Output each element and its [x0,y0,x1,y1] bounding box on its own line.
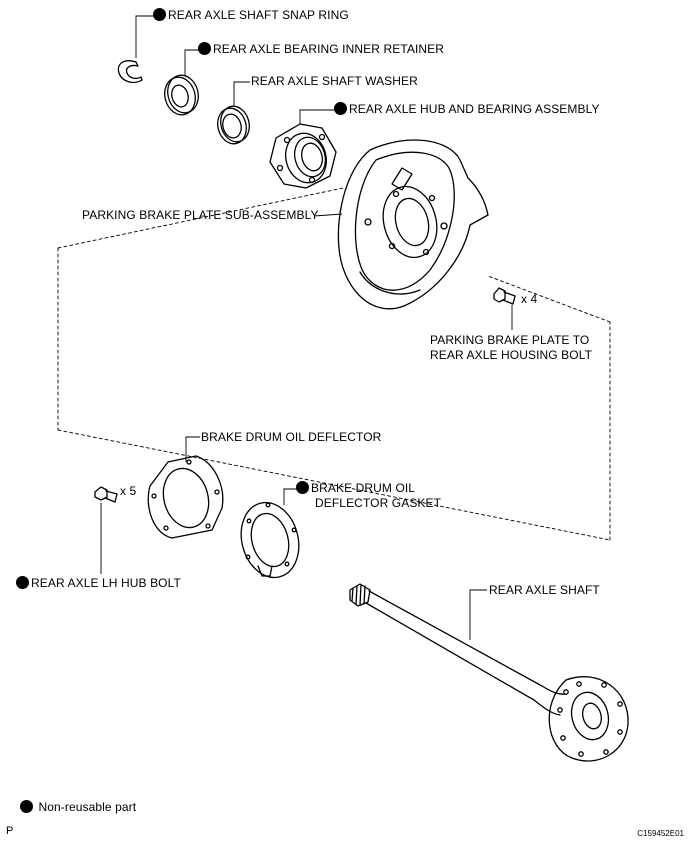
plate-bolt-qty: x 4 [521,292,538,306]
hub-bolt-label: REAR AXLE LH HUB BOLT [16,576,181,591]
non-reusable-marker-icon [16,576,29,589]
gasket-label-line2: DEFLECTOR GASKET [315,496,442,510]
axle-shaft-part [349,583,629,762]
non-reusable-marker-icon [198,42,211,55]
gasket-label-line1: BRAKE DRUM OIL [296,481,415,496]
inner-retainer-label: REAR AXLE BEARING INNER RETAINER [198,42,444,57]
hub-bearing-label: REAR AXLE HUB AND BEARING ASSEMBLY [334,102,600,117]
washer-label: REAR AXLE SHAFT WASHER [251,74,418,88]
leader-lines [100,15,513,640]
inner-retainer-part [164,74,199,116]
plate-bolt-label-line2: REAR AXLE HOUSING BOLT [430,348,593,362]
oil-deflector-part [147,455,224,539]
non-reusable-marker-icon [153,8,166,21]
plate-bolt-part [493,287,516,305]
non-reusable-marker-icon [20,800,33,813]
hub-bolt-qty: x 5 [120,484,137,498]
oil-deflector-label: BRAKE DRUM OIL DEFLECTOR [201,430,382,444]
footer-left-mark: P [6,825,14,837]
parking-plate-label: PARKING BRAKE PLATE SUB-ASSEMBLY [82,208,319,222]
axle-shaft-label: REAR AXLE SHAFT [489,583,600,597]
washer-part [217,105,250,145]
assembly-boundary-dashed [57,187,611,541]
hub-bolt-part [94,486,118,503]
non-reusable-marker-icon [334,102,347,115]
legend: Non-reusable part [20,800,136,815]
non-reusable-marker-icon [296,481,309,494]
hub-bearing-part [269,123,337,189]
parking-brake-plate-part [337,139,489,310]
figure-id: C159452E01 [637,829,684,838]
plate-bolt-label-line1: PARKING BRAKE PLATE TO [430,333,590,347]
snap-ring-part [117,60,143,84]
snap-ring-label: REAR AXLE SHAFT SNAP RING [153,8,349,23]
gasket-part [240,501,300,579]
